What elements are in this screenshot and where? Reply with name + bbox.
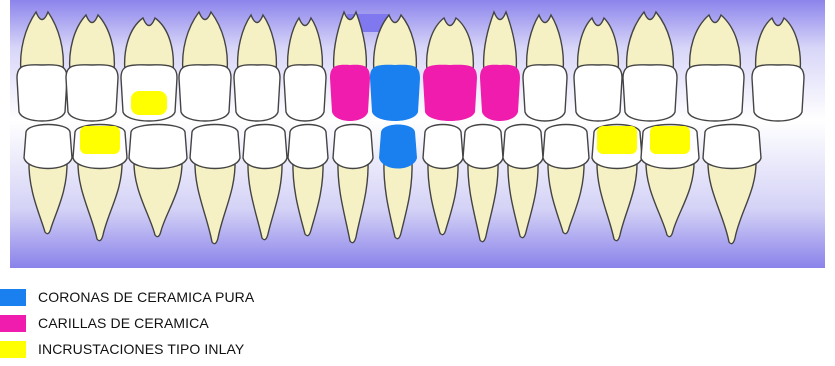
legend-label-veneer: CARILLAS DE CERAMICA [38, 315, 209, 331]
legend: CORONAS DE CERAMICA PURA CARILLAS DE CER… [0, 284, 400, 362]
legend-label-crown: CORONAS DE CERAMICA PURA [38, 289, 254, 305]
inlay-mark [650, 126, 690, 154]
tooth-crown [284, 65, 326, 121]
veneer-swatch-icon [0, 315, 26, 332]
tooth-crown [17, 65, 67, 121]
legend-item-inlay: INCRUSTACIONES TIPO INLAY [0, 336, 400, 362]
tooth-crown [503, 125, 543, 169]
tooth-crown [129, 125, 187, 169]
tooth-crown [480, 65, 520, 121]
legend-item-veneer: CARILLAS DE CERAMICA [0, 310, 400, 336]
legend-label-inlay: INCRUSTACIONES TIPO INLAY [38, 341, 244, 357]
tooth-crown [752, 65, 804, 121]
tooth-crown [370, 65, 420, 121]
tooth-crown [24, 125, 72, 169]
tooth-crown [288, 125, 328, 169]
tooth-crown [333, 125, 373, 169]
dental-chart [10, 0, 825, 268]
tooth-crown [623, 65, 677, 121]
tooth-crown [234, 65, 280, 121]
tooth-crown [574, 65, 622, 121]
tooth-crown [66, 65, 118, 121]
crown-swatch-icon [0, 289, 26, 306]
inlay-swatch-icon [0, 341, 26, 358]
legend-item-crown: CORONAS DE CERAMICA PURA [0, 284, 400, 310]
tooth-crown [330, 65, 370, 121]
tooth-crown [703, 125, 761, 169]
tooth-crown [523, 65, 567, 121]
tooth-crown [686, 65, 744, 121]
tooth-crown [190, 125, 240, 169]
tooth-crown [243, 125, 287, 169]
tooth-crown [379, 125, 417, 169]
inlay-mark [80, 126, 120, 154]
inlay-mark [131, 91, 167, 115]
inlay-mark [597, 126, 637, 154]
tooth-crown [423, 125, 463, 169]
tooth-crown [423, 65, 477, 121]
tooth-crown [543, 125, 589, 169]
tooth-crown [179, 65, 231, 121]
tooth-crown [463, 125, 503, 169]
